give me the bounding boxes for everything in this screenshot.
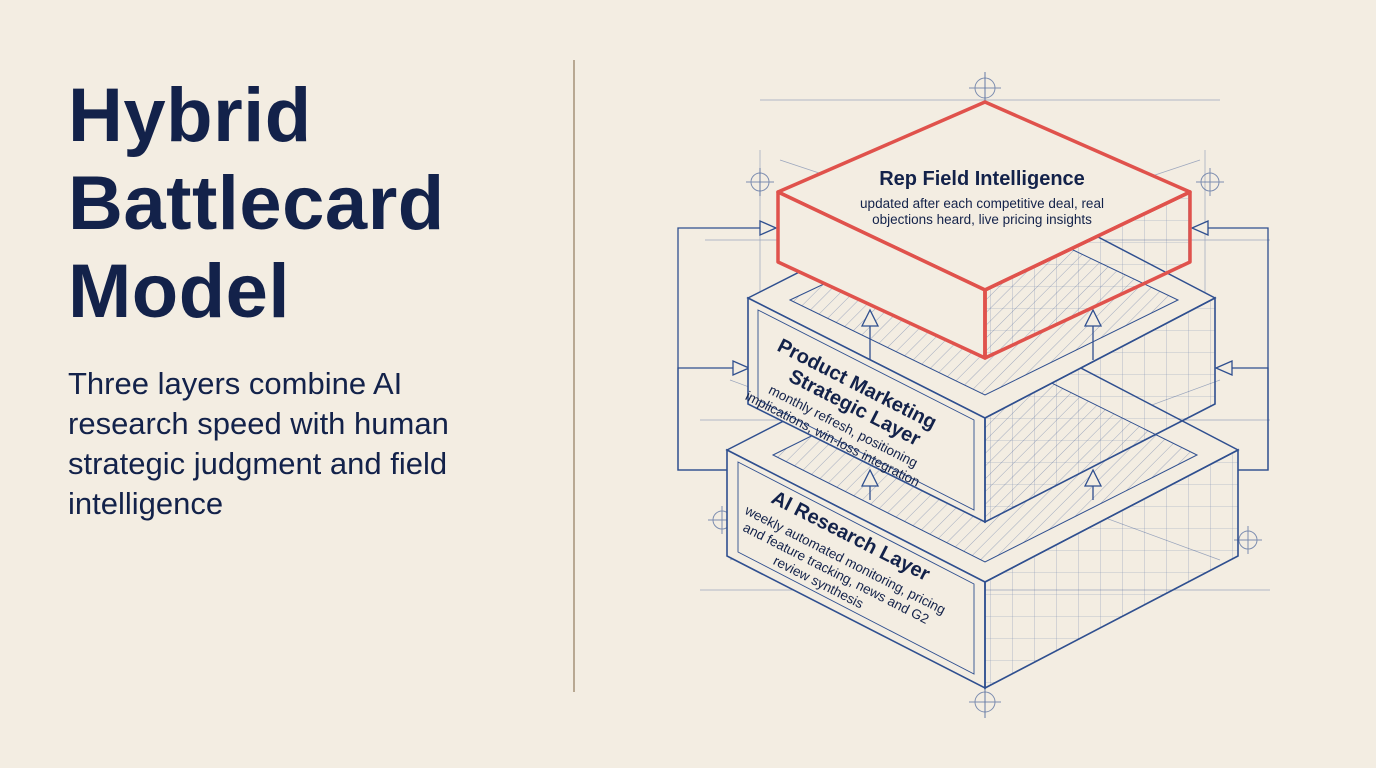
- title-line-2: Battlecard: [68, 161, 445, 246]
- layer-rep-field-intelligence: [776, 100, 1192, 360]
- vertical-divider: [573, 60, 575, 692]
- layer-1-desc-line-1: updated after each competitive deal, rea…: [860, 196, 1104, 211]
- title-line-3: Model: [68, 249, 291, 334]
- upward-arrows: [860, 308, 1103, 500]
- page-title: Hybrid Battlecard Model: [68, 72, 445, 336]
- feedback-arrows: [677, 220, 1269, 471]
- title-line-1: Hybrid: [68, 73, 312, 158]
- layer-1-desc-line-2: objections heard, live pricing insights: [872, 212, 1092, 227]
- layer-1-title: Rep Field Intelligence: [879, 168, 1085, 190]
- page-subtitle: Three layers combine AI research speed w…: [68, 366, 449, 521]
